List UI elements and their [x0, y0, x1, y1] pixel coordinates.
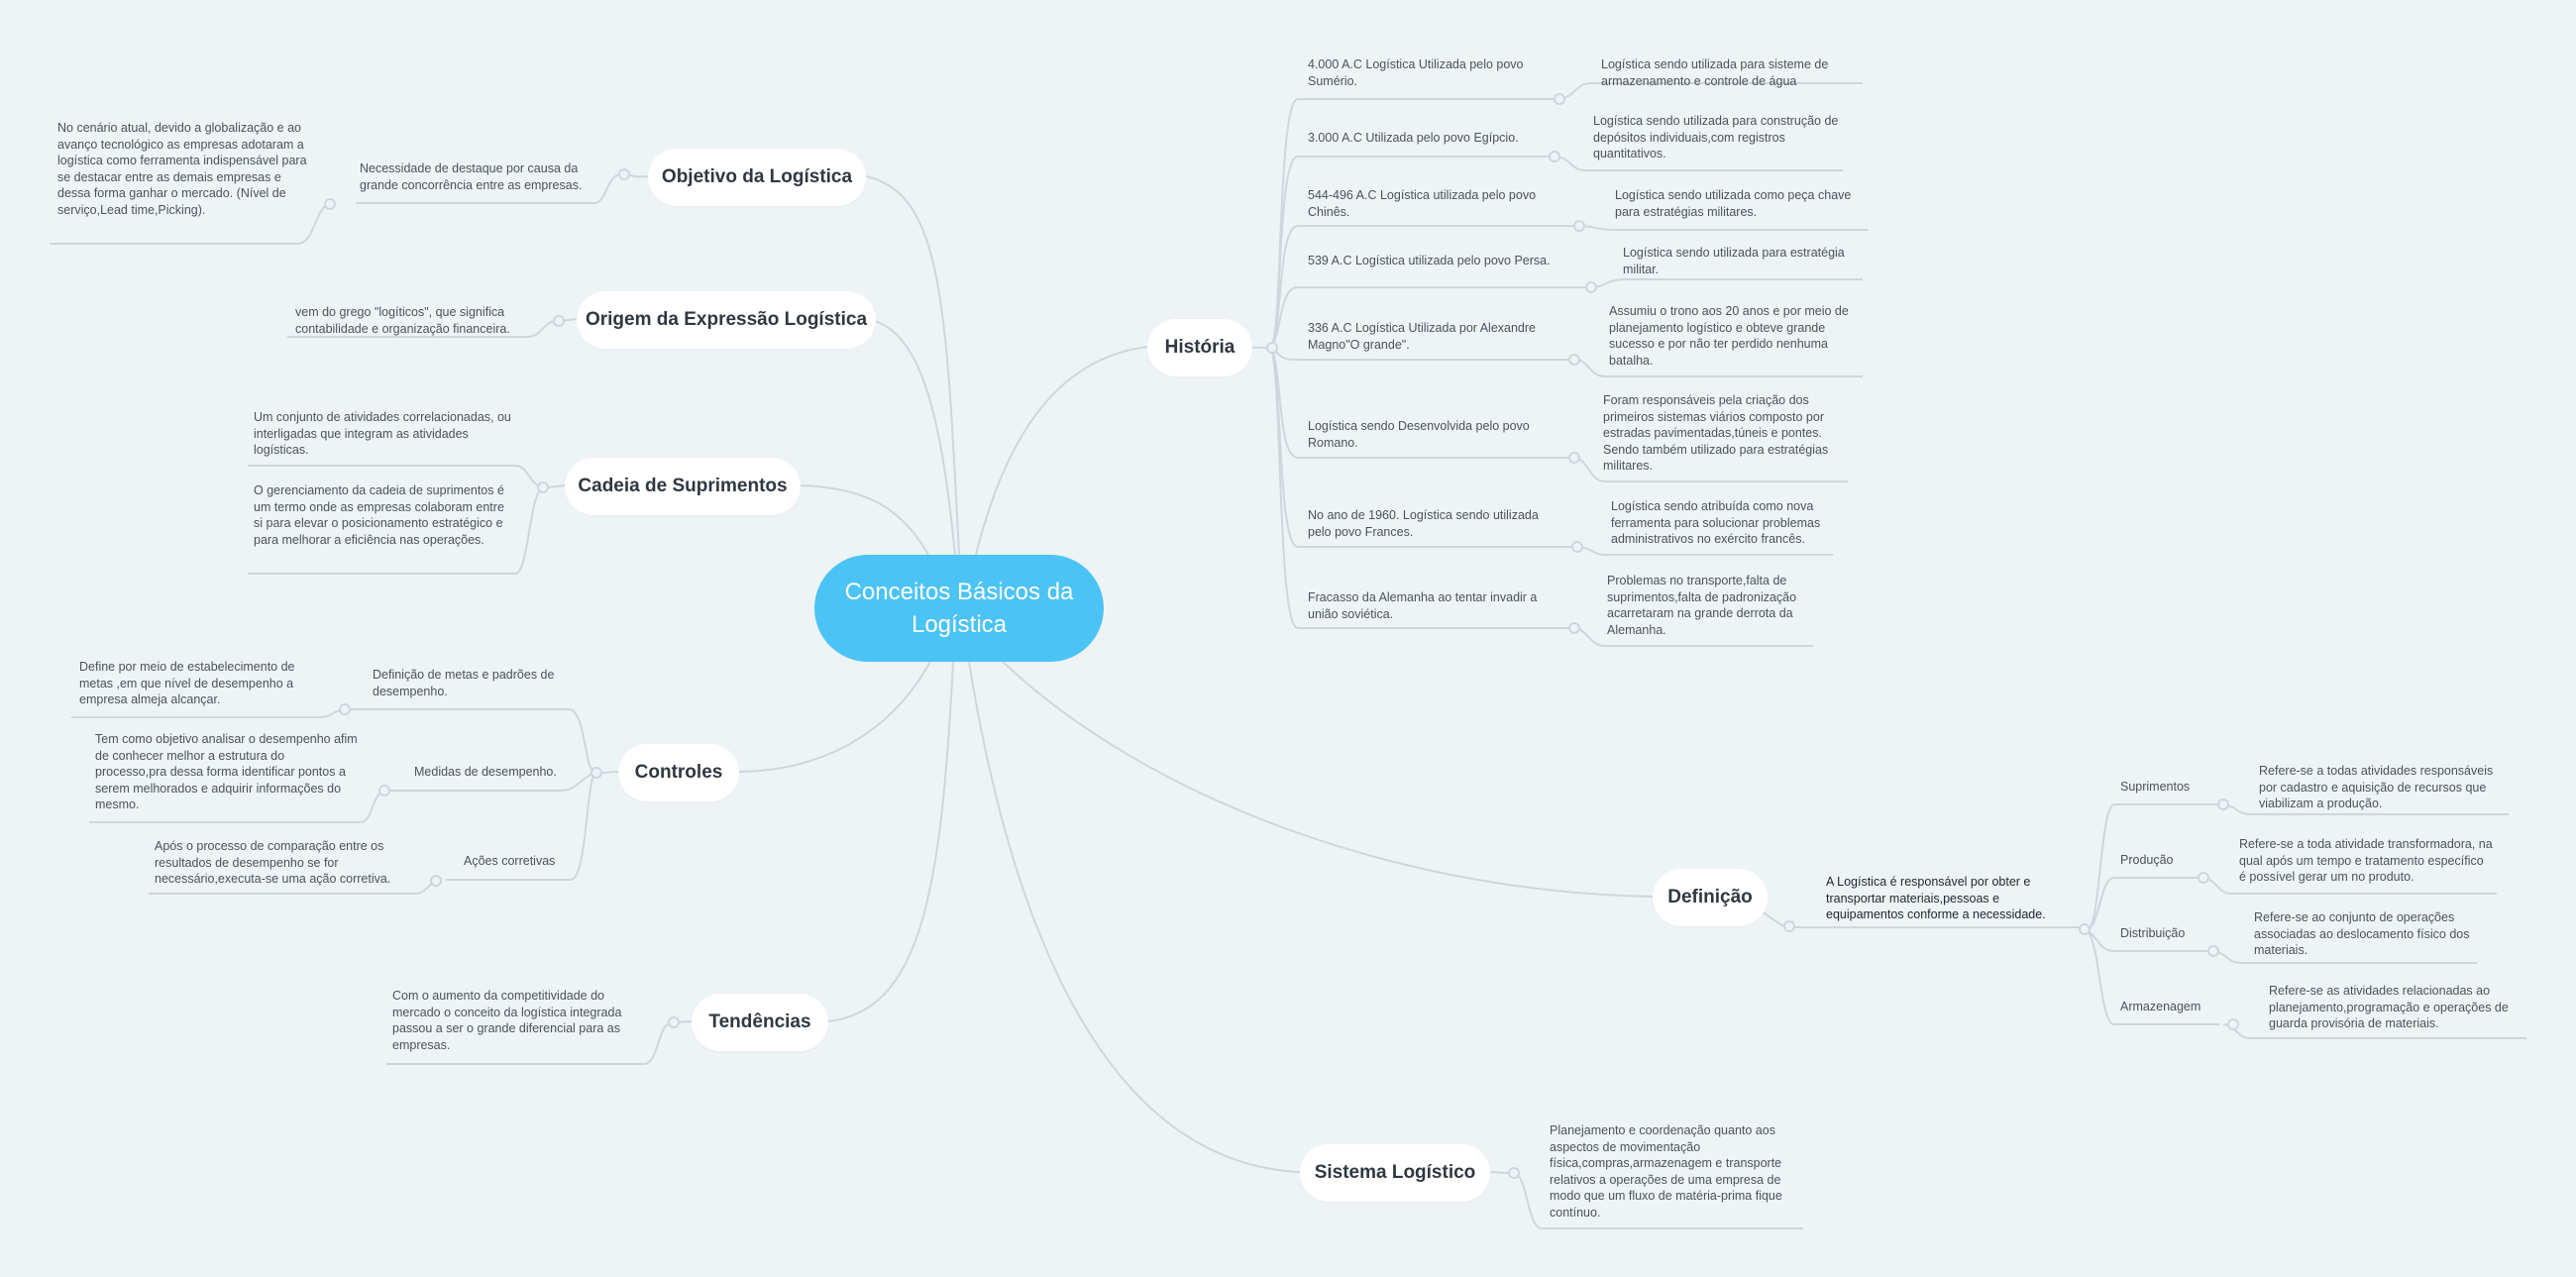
topic-definicao[interactable]: Definição: [1653, 869, 1768, 926]
link-objetivo: [865, 175, 960, 556]
historia-item-4-label[interactable]: 539 A.C Logística utilizada pelo povo Pe…: [1308, 254, 1551, 267]
historia-item-6-detail[interactable]: Foram responsáveis pela criação dos prim…: [1603, 393, 1829, 473]
controles-metas-label[interactable]: Definição de metas e padrões de desempen…: [373, 668, 555, 698]
definicao-suprimentos-detail[interactable]: Refere-se a todas atividades responsávei…: [2259, 764, 2494, 810]
historia-item-3-detail[interactable]: Logística sendo utilizada como peça chav…: [1615, 188, 1852, 219]
definicao-producao-detail[interactable]: Refere-se a toda atividade transformador…: [2239, 837, 2493, 884]
topic-sistema-logistico[interactable]: Sistema Logístico: [1300, 1144, 1490, 1202]
topic-tendencias[interactable]: Tendências: [692, 994, 828, 1051]
definicao-subtopic[interactable]: A Logística é responsável por obter e tr…: [1826, 875, 2046, 921]
cadeia-item-2[interactable]: O gerenciamento da cadeia de suprimentos…: [254, 483, 504, 547]
link-controles: [738, 659, 932, 773]
controles-acoes-label[interactable]: Ações corretivas: [464, 854, 556, 868]
definicao-distribuicao-detail[interactable]: Refere-se ao conjunto de operações assoc…: [2254, 910, 2470, 957]
objetivo-detail[interactable]: No cenário atual, devido a globalização …: [57, 121, 307, 217]
historia-item-5-detail[interactable]: Assumiu o trono aos 20 anos e por meio d…: [1609, 304, 1849, 368]
historia-item-4-detail[interactable]: Logística sendo utilizada para estratégi…: [1623, 246, 1845, 276]
sistema-subtopic[interactable]: Planejamento e coordenação quanto aos as…: [1550, 1123, 1782, 1220]
historia-item-7-detail[interactable]: Logística sendo atribuída como nova ferr…: [1611, 499, 1821, 546]
historia-item-2-detail[interactable]: Logística sendo utilizada para construçã…: [1593, 114, 1839, 160]
historia-item-1-label[interactable]: 4.000 A.C Logística Utilizada pelo povo …: [1308, 57, 1524, 88]
controles-acoes-detail[interactable]: Após o processo de comparação entre os r…: [155, 839, 391, 886]
topic-controles[interactable]: Controles: [618, 744, 739, 801]
historia-item-8-detail[interactable]: Problemas no transporte,falta de suprime…: [1607, 574, 1797, 637]
central-topic[interactable]: Conceitos Básicos da Logística: [814, 555, 1104, 662]
topic-objetivo-logistica[interactable]: Objetivo da Logística: [648, 149, 866, 206]
definicao-distribuicao-label[interactable]: Distribuição: [2120, 926, 2186, 940]
historia-item-7-label[interactable]: No ano de 1960. Logística sendo utilizad…: [1308, 508, 1539, 539]
definicao-suprimentos-label[interactable]: Suprimentos: [2120, 780, 2191, 794]
link-tendencias: [827, 661, 954, 1022]
link-sistema: [968, 661, 1301, 1173]
objetivo-subtopic[interactable]: Necessidade de destaque por causa da gra…: [360, 161, 583, 192]
topic-cadeia-suprimentos[interactable]: Cadeia de Suprimentos: [565, 458, 801, 515]
topic-origem-expressao[interactable]: Origem da Expressão Logística: [577, 291, 876, 349]
historia-item-6-label[interactable]: Logística sendo Desenvolvida pelo povo R…: [1308, 419, 1530, 450]
historia-item-5-label[interactable]: 336 A.C Logística Utilizada por Alexandr…: [1308, 321, 1536, 352]
controles-medidas-detail[interactable]: Tem como objetivo analisar o desempenho …: [95, 732, 358, 811]
topic-historia[interactable]: História: [1147, 319, 1252, 376]
controles-metas-detail[interactable]: Define por meio de estabelecimento de me…: [79, 660, 295, 706]
definicao-producao-label[interactable]: Produção: [2120, 853, 2174, 867]
link-historia: [975, 346, 1148, 556]
connector-dots: [324, 93, 2239, 1179]
tendencias-subtopic[interactable]: Com o aumento da competitividade do merc…: [392, 989, 622, 1052]
historia-item-3-label[interactable]: 544-496 A.C Logística utilizada pelo pov…: [1308, 188, 1537, 219]
link-origem: [865, 318, 956, 556]
controles-medidas-label[interactable]: Medidas de desempenho.: [414, 765, 557, 779]
historia-item-8-label[interactable]: Fracasso da Alemanha ao tentar invadir a…: [1308, 590, 1538, 621]
cadeia-item-1[interactable]: Um conjunto de atividades correlacionada…: [254, 410, 511, 457]
historia-item-2-label[interactable]: 3.000 A.C Utilizada pelo povo Egípcio.: [1308, 131, 1519, 145]
origem-subtopic[interactable]: vem do grego "logíticos", que significa …: [295, 305, 510, 336]
link-cadeia: [800, 484, 930, 558]
historia-item-1-detail[interactable]: Logística sendo utilizada para sisteme d…: [1601, 57, 1829, 88]
definicao-armazenagem-detail[interactable]: Refere-se as atividades relacionadas ao …: [2269, 984, 2509, 1030]
definicao-armazenagem-label[interactable]: Armazenagem: [2120, 1000, 2201, 1013]
link-definicao: [1000, 659, 1654, 898]
